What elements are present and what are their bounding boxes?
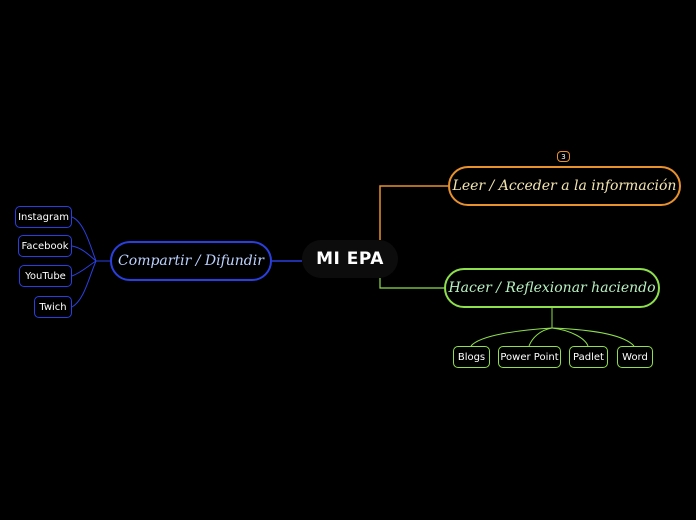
subtopic-instagram[interactable]: Instagram <box>15 206 72 228</box>
connector-leer <box>379 185 448 240</box>
connector-compartir-children <box>71 216 110 308</box>
central-topic[interactable]: MI EPA <box>302 240 398 278</box>
subtopic-padlet[interactable]: Padlet <box>569 346 608 368</box>
subtopic-word[interactable]: Word <box>617 346 653 368</box>
subtopic-facebook[interactable]: Facebook <box>18 235 72 257</box>
topic-leer[interactable]: Leer / Acceder a la información <box>448 166 681 206</box>
connector-hacer-children <box>470 308 635 347</box>
subtopic-youtube[interactable]: YouTube <box>19 265 72 287</box>
topic-compartir[interactable]: Compartir / Difundir <box>110 241 272 281</box>
subtopic-power-point[interactable]: Power Point <box>498 346 561 368</box>
collapsed-count-badge[interactable]: 3 <box>557 151 570 162</box>
subtopic-twich[interactable]: Twich <box>34 296 72 318</box>
topic-hacer[interactable]: Hacer / Reflexionar haciendo <box>444 268 660 308</box>
subtopic-blogs[interactable]: Blogs <box>453 346 490 368</box>
connector-hacer <box>379 278 444 289</box>
